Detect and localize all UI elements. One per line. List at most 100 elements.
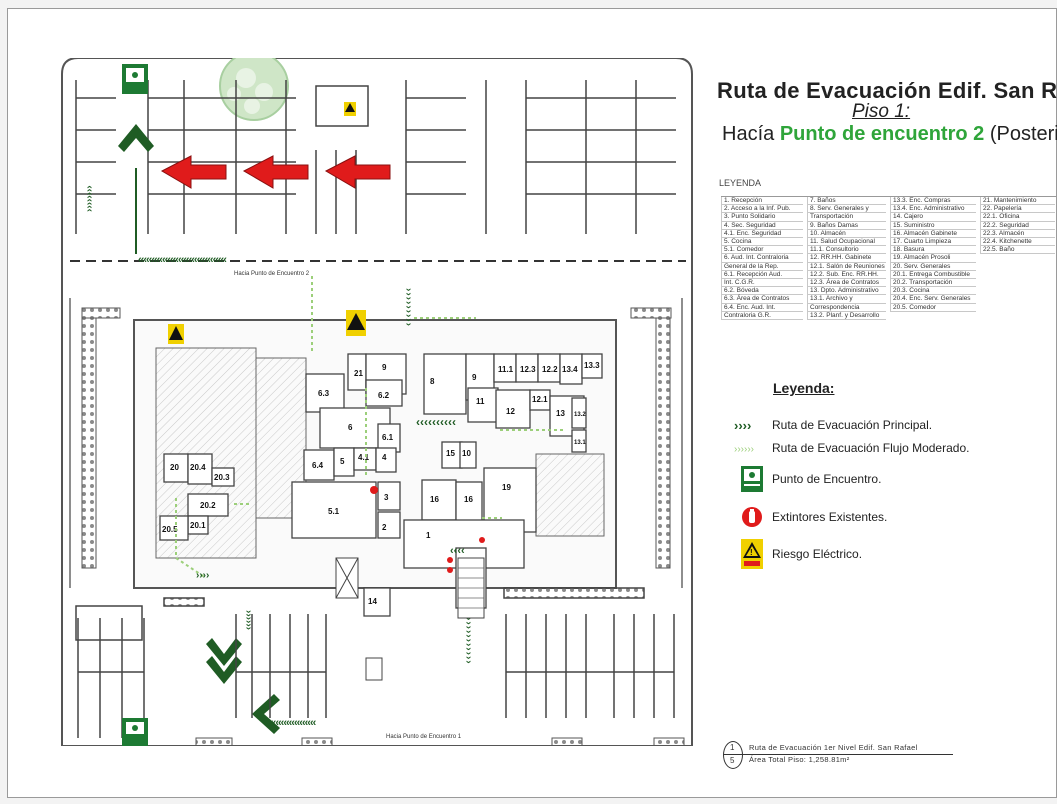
legend-label: Riesgo Eléctrico. — [772, 547, 863, 561]
legend-entry: 20.4. Enc. Serv. Generales — [890, 295, 976, 304]
legend-entry: 22.2. Seguridad — [980, 221, 1055, 230]
sheet-number: 1 — [730, 743, 735, 752]
legend-label: Punto de Encuentro. — [772, 472, 882, 486]
moderate-route-chevrons-icon: ›››››› — [732, 442, 772, 454]
main-route-chevrons-v2: ›››››››››››››› — [463, 604, 474, 665]
legend-entry: 11. Salud Ocupacional — [807, 238, 886, 247]
main-route-chevrons-mid: ‹‹‹‹‹‹‹‹‹‹ — [416, 415, 456, 429]
electrical-risk-icon-top — [344, 102, 356, 116]
legend-entry: 15. Suministro — [890, 221, 976, 230]
hedge-right — [655, 317, 671, 569]
hedge-left — [81, 317, 97, 569]
hatched-area-right — [535, 453, 605, 537]
legend-entry: 6.3. Área de Contratos — [721, 295, 803, 304]
main-exit-chevron-top — [118, 124, 154, 152]
destination-prefix: Hacía — [722, 123, 780, 145]
moderate-route-paths — [175, 276, 564, 579]
legend-entry: 2. Acceso a la Inf. Pub. — [721, 205, 803, 214]
stair-treads — [458, 567, 484, 609]
legend-entry: General de la Rep. — [721, 262, 803, 271]
legend-entry: 22.3. Almacén — [980, 229, 1055, 239]
legend-label: Ruta de Evacuación Principal. — [772, 418, 933, 432]
legend-entry: 6.4. Enc. Aud. Int. — [721, 303, 803, 312]
room-label: 3 — [384, 493, 389, 502]
electrical-room-top — [315, 85, 369, 127]
reference-divider — [723, 754, 953, 755]
room-label: 13.2 — [574, 412, 586, 418]
room-label: 16 — [430, 495, 439, 504]
legend-row-electrical-risk: ! Riesgo Eléctrico. — [732, 539, 862, 569]
legend-entry: 22.5. Baño — [980, 246, 1055, 255]
sheet-total: 5 — [730, 756, 735, 765]
room-label: 6.2 — [378, 391, 390, 400]
legend-entry: 7. Baños — [807, 197, 886, 206]
legend-entry: 3. Punto Solidario — [721, 213, 803, 222]
meeting-point-icon-top — [122, 64, 148, 94]
room-label: 6 — [348, 423, 353, 432]
main-route-chevrons-v: ››››››››› — [403, 288, 414, 327]
map-label-point2: Hacia Punto de Encuentro 2 — [234, 271, 310, 277]
room-label: 14 — [368, 597, 377, 606]
legend-entry: 8. Serv. Generales y — [807, 205, 886, 214]
elevator-x2 — [335, 557, 359, 599]
legend-entry: 6. Aud. Int. Contraloria — [721, 254, 803, 263]
legend-entry: 20.5. Comedor — [890, 303, 976, 312]
room-labels: 21 9 8 9 11.1 12.3 12.2 13.4 13.3 6.3 6.… — [162, 361, 600, 606]
main-route-chevrons-up: ›››››››› — [84, 185, 95, 212]
svg-text:››››: ›››› — [734, 419, 751, 431]
legend-entry: Int. C.G.R. — [721, 279, 803, 288]
legend-entry: 18. Basura — [890, 246, 976, 255]
plan-title: Ruta de Evacuación Edif. San Rafael — [717, 78, 1057, 103]
legend-entry: 20.1. Entrega Combustible — [890, 270, 976, 280]
legend-entry: 13.1. Archivo y — [807, 295, 886, 304]
side-parking — [69, 298, 683, 588]
legend-entry: 17. Cuarto Limpieza — [890, 238, 976, 247]
main-route-chevrons-icon: ›››› — [732, 419, 772, 431]
room-label: 6.1 — [382, 433, 394, 442]
room-label: 20.4 — [190, 463, 206, 472]
room-label: 16 — [464, 495, 473, 504]
meeting-point-icon — [732, 466, 772, 492]
room-label: 12 — [506, 407, 515, 416]
room-label: 6.3 — [318, 389, 330, 398]
room-label: 4 — [382, 453, 387, 462]
room-label: 12.3 — [520, 365, 536, 374]
room-label: 20.3 — [214, 473, 230, 482]
main-route-chevrons-left: ›››› — [196, 570, 209, 581]
room-label: 6.4 — [312, 461, 324, 470]
main-route-chevrons-h: ‹‹‹‹‹‹‹‹‹‹‹‹‹‹‹‹‹‹‹‹‹‹‹‹‹‹‹‹‹‹‹‹‹ — [138, 254, 227, 266]
room-label: 12.2 — [542, 365, 558, 374]
legend-entry: 4.1. Enc. Seguridad — [721, 229, 803, 239]
hedge-left-top — [81, 307, 121, 319]
floor-label: Piso 1: — [852, 101, 911, 122]
room-label: 13.4 — [562, 365, 578, 374]
legend-entry: 12.2. Sub. Enc. RR.HH. — [807, 270, 886, 280]
legend-label: Ruta de Evacuación Flujo Moderado. — [772, 441, 970, 455]
room-label: 5.1 — [328, 507, 340, 516]
room-label: 20.5 — [162, 525, 178, 534]
room-label: 2 — [382, 523, 387, 532]
destination-highlight: Punto de encuentro 2 — [779, 123, 985, 145]
red-direction-arrows — [160, 155, 391, 189]
tree-icon — [219, 51, 289, 121]
legend-entry: 13.4. Enc. Administrativo — [890, 205, 976, 214]
room-label: 20.2 — [200, 501, 216, 510]
main-exit-chevron-bottom — [206, 638, 242, 684]
fire-extinguisher-icon — [732, 506, 772, 528]
legend-label: Extintores Existentes. — [772, 510, 888, 524]
sheet-caption: Ruta de Evacuación 1er Nivel Edif. San R… — [749, 743, 918, 752]
room-legend-title: LEYENDA — [719, 178, 762, 188]
meeting-point-icon-bottom — [122, 718, 148, 746]
main-exit-chevron-left — [252, 694, 280, 734]
legend-entry: 20.3. Cocina — [890, 287, 976, 296]
floor-plan-svg: ‹‹‹‹‹‹‹‹‹‹‹‹‹‹‹‹‹‹‹‹‹‹‹‹‹‹‹‹‹‹‹‹‹ ››››››… — [61, 51, 693, 747]
room-label: 20 — [170, 463, 179, 472]
legend-entry: 1. Recepción — [721, 197, 803, 206]
legend-entry: 6.2. Bóveda — [721, 287, 803, 296]
room-label: 9 — [472, 373, 477, 382]
room-label: 10 — [462, 449, 471, 458]
